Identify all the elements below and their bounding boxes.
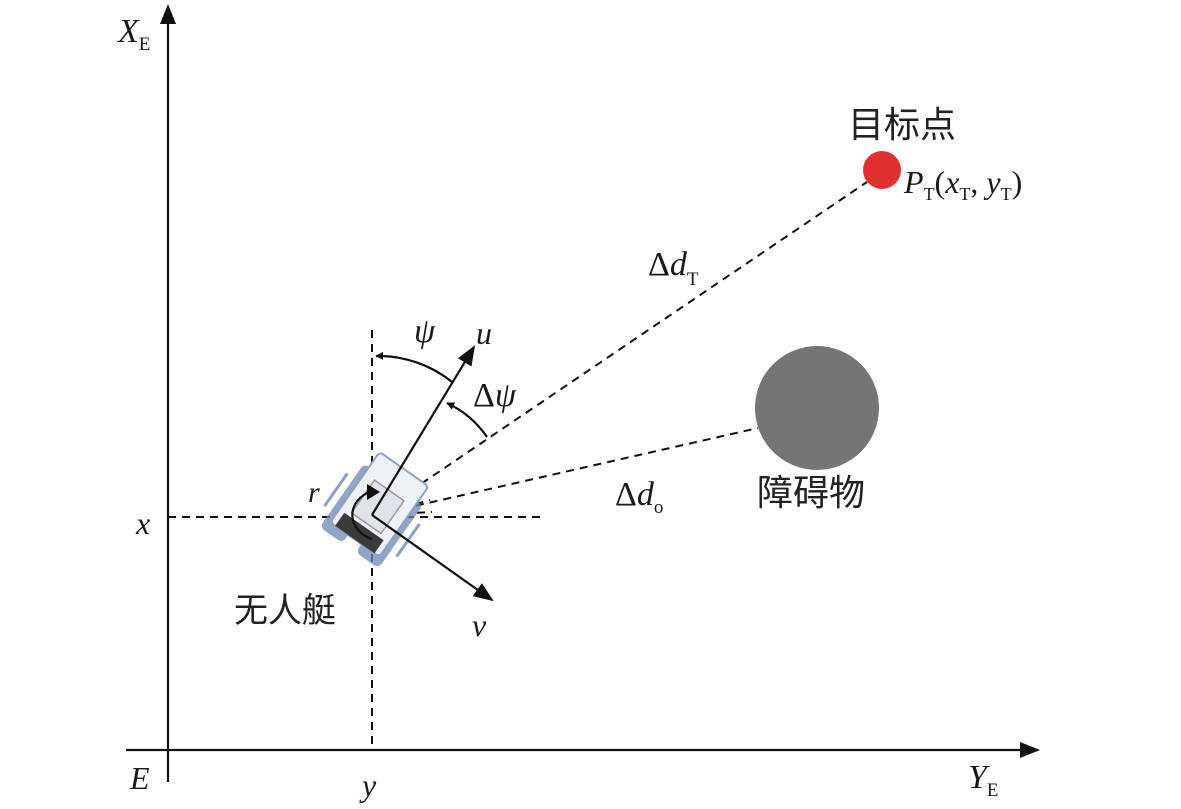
x-coordinate-label: x <box>135 505 150 541</box>
yaw-rate-arc <box>351 489 373 541</box>
y-coordinate-label: y <box>359 767 377 803</box>
obstacle-distance-line <box>374 427 759 516</box>
heading-angle-label: ψ <box>414 313 436 350</box>
yaw-rate-arrow-icon <box>367 484 380 500</box>
x-axis-label: XE <box>116 13 150 55</box>
vessel-label: 无人艇 <box>234 591 336 631</box>
y-axis-label: YE <box>968 759 999 801</box>
target-title: 目标点 <box>848 105 956 146</box>
heading-angle-arc <box>375 351 453 383</box>
obstacle-label: 障碍物 <box>757 473 865 514</box>
sway-velocity-vector <box>371 514 494 602</box>
heading-error-label: Δψ <box>473 377 517 414</box>
surge-velocity-label: u <box>476 315 492 351</box>
obstacle-circle <box>755 346 879 470</box>
yaw-rate-label: r <box>308 476 320 509</box>
surge-velocity-vector <box>371 345 476 516</box>
sway-velocity-label: v <box>472 607 487 643</box>
target-coordinates: PT(xT, yT) <box>903 164 1022 204</box>
origin-label: E <box>129 760 150 796</box>
target-distance-label: ΔdT <box>648 246 699 290</box>
heading-error-arc <box>446 402 488 438</box>
obstacle-distance-label: Δdo <box>615 476 663 518</box>
target-point-marker <box>863 151 901 189</box>
target-distance-line <box>374 181 868 516</box>
y-axis-subscript: E <box>987 780 999 801</box>
x-axis-subscript: E <box>139 34 151 55</box>
